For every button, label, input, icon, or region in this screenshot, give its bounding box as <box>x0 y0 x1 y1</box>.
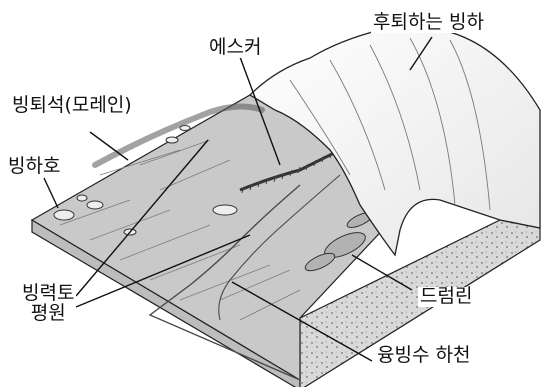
label-outwash-plain-line2: 평원 <box>30 301 66 324</box>
label-drumlin: 드럼린 <box>418 285 475 307</box>
meltwater-stream-channel-2 <box>218 174 341 321</box>
label-meltwater-stream: 융빙수 하천 <box>375 344 473 366</box>
label-outwash-plain: 빙력토 평원 <box>20 282 77 324</box>
label-kettle-lake: 빙하호 <box>6 155 63 177</box>
moraine-ridge <box>92 103 265 168</box>
ground-texture <box>59 139 301 321</box>
glacier-surface-lines <box>289 37 491 211</box>
label-moraine: 빙퇴석(모레인) <box>10 94 134 116</box>
leader-lines <box>43 36 433 362</box>
label-esker: 에스커 <box>207 36 264 58</box>
label-outwash-plain-line1: 빙력토 <box>22 282 75 304</box>
kettle-lakes <box>53 125 238 236</box>
esker-ridge-hatching <box>241 147 341 194</box>
drumlin-hills <box>304 212 374 272</box>
label-retreating-glacier: 후퇴하는 빙하 <box>371 11 486 33</box>
meltwater-stream-channel <box>148 184 301 381</box>
